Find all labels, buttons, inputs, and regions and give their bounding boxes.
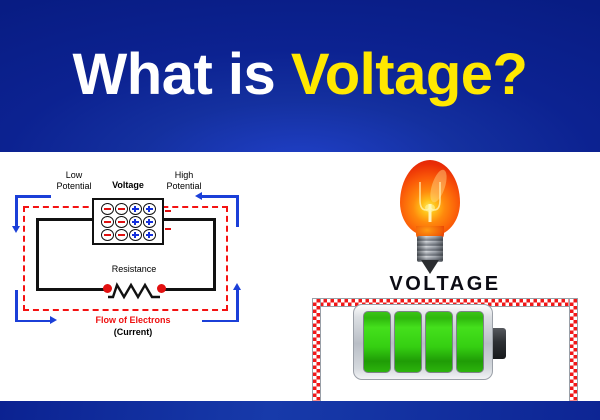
charge-row — [100, 202, 156, 215]
battery-cell — [362, 311, 391, 373]
circuit-wire-left — [36, 218, 39, 290]
negative-charge-icon — [100, 202, 114, 215]
bulb-filament — [419, 182, 441, 222]
flow-arrow-bottom-right-head — [50, 316, 57, 324]
label-flow-of-electrons: Flow of Electrons — [95, 315, 171, 325]
resistor-node-right — [157, 284, 166, 293]
header-banner: What is Voltage? — [0, 0, 600, 152]
charge-row — [100, 215, 156, 228]
flow-arrow-left-down-head — [11, 226, 20, 233]
resistor-icon — [108, 282, 160, 300]
positive-charge-icon — [142, 202, 156, 215]
cable-right — [569, 298, 578, 420]
negative-charge-icon — [114, 215, 128, 228]
resistor-node-left — [103, 284, 112, 293]
battery-body — [353, 304, 493, 380]
circuit-wire-right — [213, 218, 216, 290]
flow-arrow-top-right-stem — [236, 195, 239, 227]
flow-arrow-bottom-right-base — [202, 319, 238, 322]
source-edge-minus-upper — [165, 210, 171, 212]
flow-arrow-bottom-left-stem — [15, 290, 18, 322]
flow-arrow-left-down-stem — [15, 195, 18, 227]
voltage-source-box — [92, 198, 164, 245]
circuit-wire-top-right — [162, 218, 216, 221]
negative-charge-icon — [114, 202, 128, 215]
circuit-wire-bottom-right — [158, 288, 216, 291]
flow-arrow-top-right-base — [202, 195, 238, 198]
page-title: What is Voltage? — [0, 45, 600, 104]
negative-charge-icon — [100, 228, 114, 241]
positive-charge-icon — [142, 215, 156, 228]
page-title-highlight: Voltage? — [290, 41, 528, 107]
footer-bar — [0, 401, 600, 420]
bulb-glass — [400, 160, 460, 236]
bulb-screw-base — [417, 236, 443, 262]
positive-charge-icon — [128, 228, 142, 241]
circuit-wire-top-left — [36, 218, 94, 221]
cable-left — [312, 298, 321, 420]
charge-row — [100, 228, 156, 241]
label-low-potential: Low Potential — [56, 170, 92, 191]
flow-arrow-bottom-right-stem — [15, 319, 51, 322]
label-high-potential: High Potential — [166, 170, 202, 191]
page-title-prefix: What is — [72, 41, 291, 107]
battery-cell — [424, 311, 453, 373]
flow-arrow-top-left-stem — [15, 195, 51, 198]
battery-cell — [393, 311, 422, 373]
positive-charge-icon — [128, 215, 142, 228]
label-current: (Current) — [113, 327, 153, 337]
positive-charge-icon — [128, 202, 142, 215]
voltage-circuit-schematic: Low Potential Voltage High Potential Res… — [0, 152, 290, 401]
battery-bulb-circuit: VOLTAGE — [290, 152, 600, 420]
label-resistance: Resistance — [111, 264, 157, 274]
flow-arrow-bottom-right-vert-stem — [236, 290, 239, 322]
label-voltage: Voltage — [112, 180, 144, 190]
circuit-wire-bottom-left — [36, 288, 110, 291]
negative-charge-icon — [100, 215, 114, 228]
positive-charge-icon — [142, 228, 156, 241]
negative-charge-icon — [114, 228, 128, 241]
light-bulb-icon — [394, 160, 466, 276]
battery-icon — [353, 304, 506, 380]
flow-arrow-top-left-head — [195, 191, 202, 200]
flow-arrow-right-up-head — [232, 283, 241, 290]
content-area: Low Potential Voltage High Potential Res… — [0, 152, 600, 420]
source-edge-minus-lower — [165, 228, 171, 230]
battery-cell — [455, 311, 484, 373]
label-voltage-word: VOLTAGE — [389, 273, 501, 295]
bulb-contact-tip — [421, 260, 439, 274]
